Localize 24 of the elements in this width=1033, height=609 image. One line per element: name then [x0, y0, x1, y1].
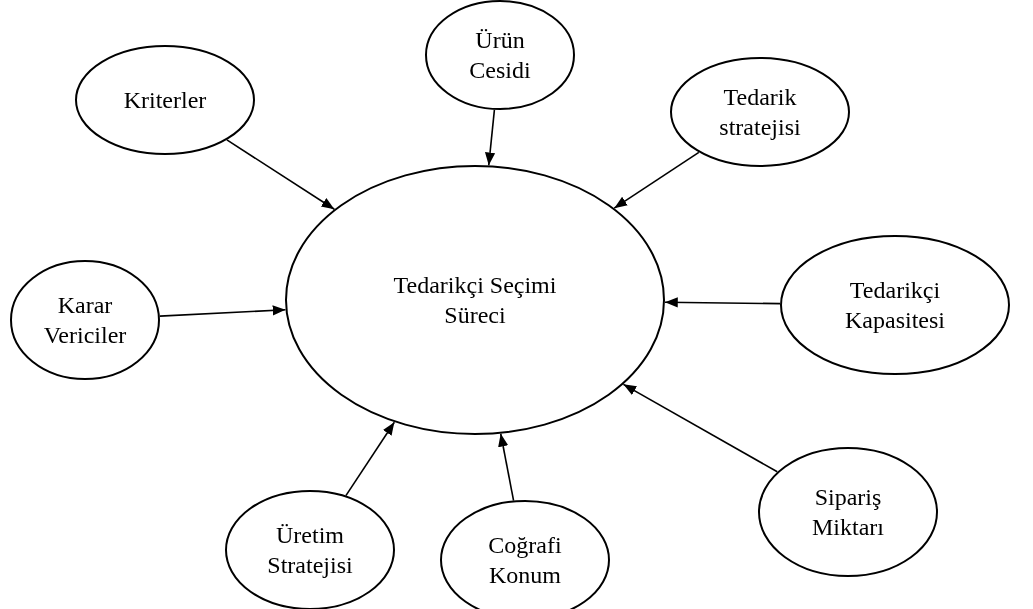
arrow [345, 421, 396, 497]
node-text: Karar Vericiler [42, 291, 128, 350]
node-text: Tedarikçi Kapasitesi [844, 276, 946, 335]
ellipse-node [285, 165, 665, 435]
node-text: Coğrafi Konum [487, 531, 563, 590]
arrow [498, 432, 515, 502]
node-text: Tedarik stratejisi [718, 83, 802, 142]
arrow [613, 151, 700, 209]
node-text: Ürün Cesidi [468, 26, 532, 85]
arrow [226, 139, 336, 211]
node-text: Üretim Stratejisi [266, 521, 354, 580]
node-text: Kriterler [122, 86, 208, 115]
node-text: Sipariş Miktarı [811, 483, 885, 542]
arrow [159, 305, 287, 317]
node-text: Tedarikçi Seçimi Süreci [392, 271, 558, 330]
ellipse-node [780, 235, 1010, 375]
arrow [622, 383, 779, 473]
ellipse-node [10, 260, 160, 380]
ellipse-node [670, 57, 850, 167]
ellipse-node [75, 45, 255, 155]
ellipse-node [758, 447, 938, 577]
arrow [664, 297, 781, 308]
ellipse-node [425, 0, 575, 110]
arrow [484, 109, 496, 167]
